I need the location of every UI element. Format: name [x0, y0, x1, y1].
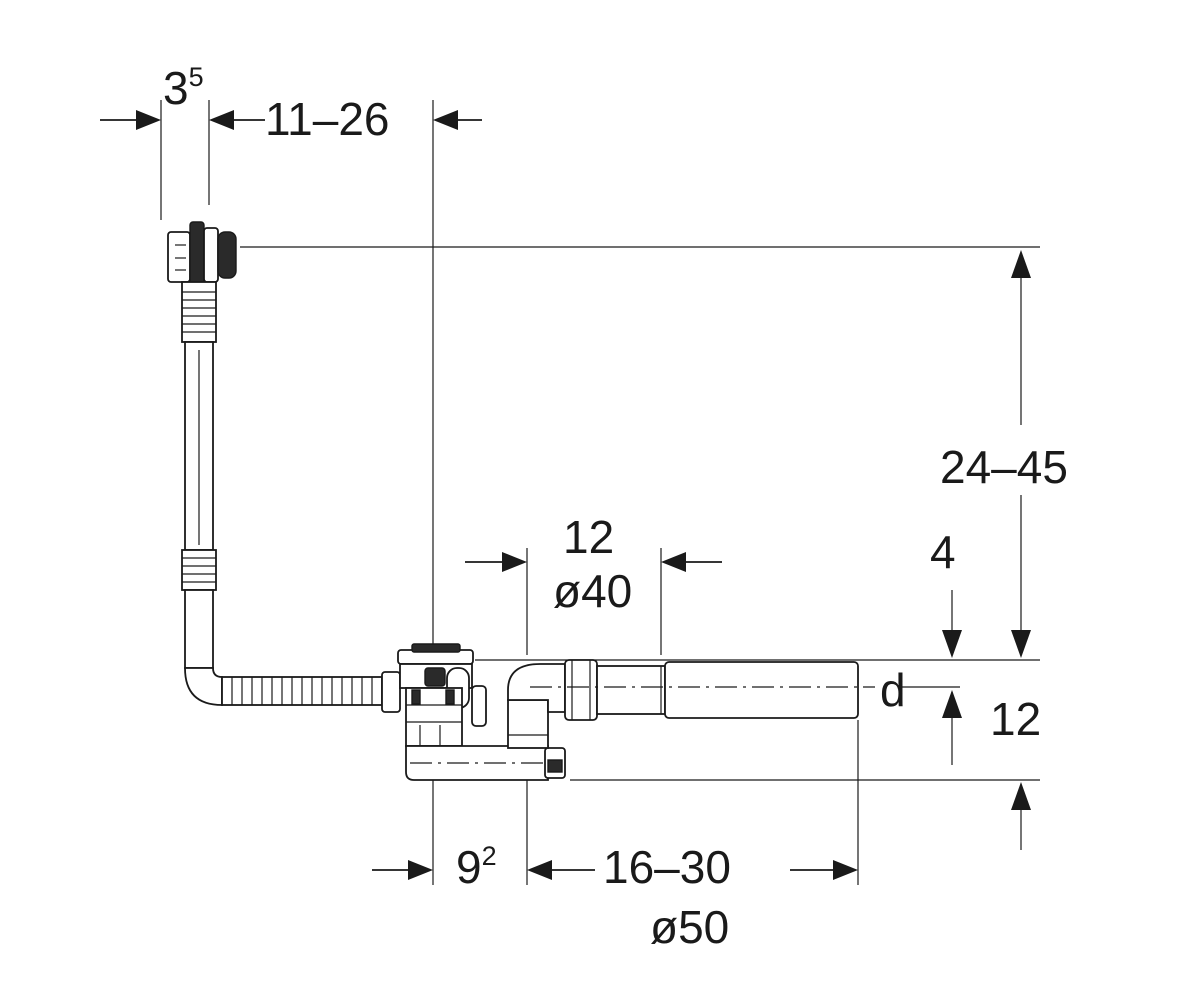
right-height-label: 12: [990, 693, 1041, 745]
extension-lines: [160, 100, 1040, 885]
dimension-labels: 35 11–26 24–45 12 ø40 4 d 12 92 16–30 ø5…: [163, 62, 1068, 953]
top-diameter-label: ø40: [553, 565, 632, 617]
bottom-diameter-label: ø50: [650, 901, 729, 953]
bottom-offset-label: 92: [456, 841, 497, 893]
left-range-label: 11–26: [265, 93, 390, 145]
bottom-range-label: 16–30: [603, 841, 731, 893]
vertical-overflow-pipe: [181, 281, 223, 706]
small-height-label: 4: [930, 526, 956, 578]
horizontal-overflow-hose: [221, 671, 401, 713]
waste-valve-body: [397, 643, 566, 781]
dimension-arrows: [100, 110, 1031, 880]
total-height-label: 24–45: [940, 441, 1068, 493]
outlet-pipe: [507, 659, 875, 721]
top-width-label: 12: [563, 511, 614, 563]
left-offset-label: 35: [163, 62, 204, 114]
overflow-head: [167, 221, 237, 289]
d-label: d: [880, 664, 906, 716]
